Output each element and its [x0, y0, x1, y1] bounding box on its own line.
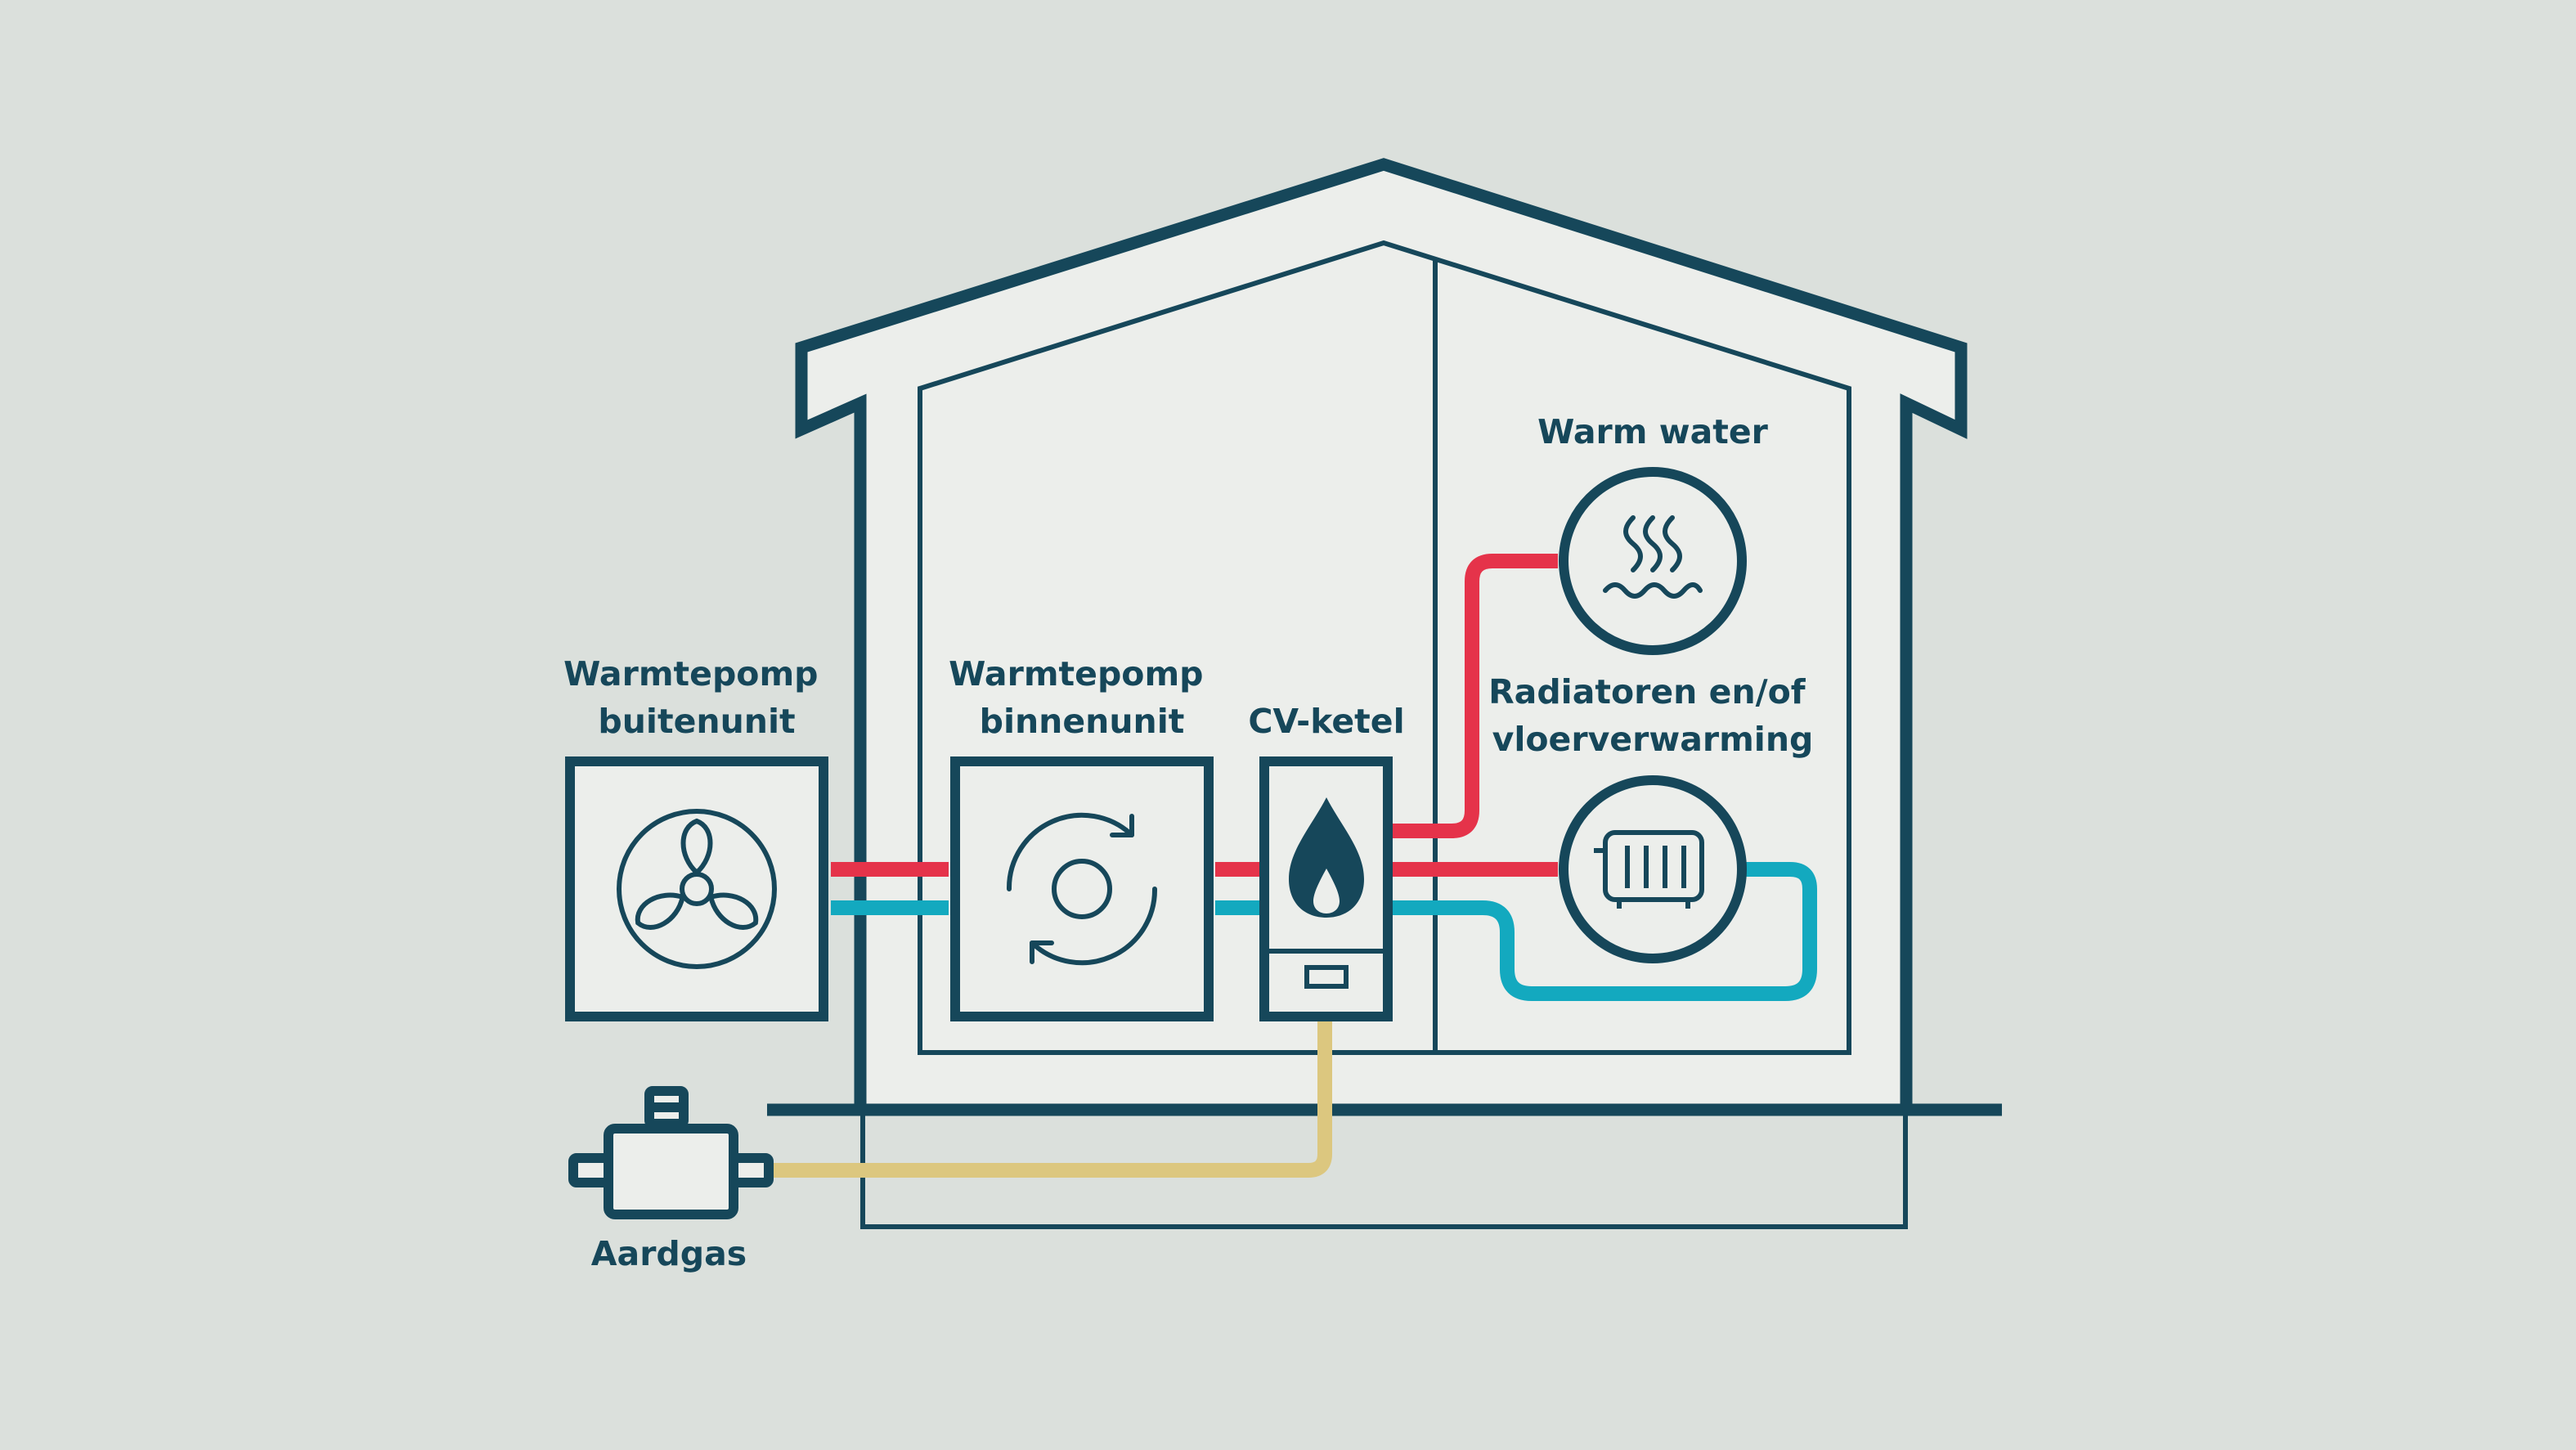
fan-icon: [617, 809, 777, 969]
indoor-unit-label-line2: binnenunit: [980, 702, 1185, 741]
boiler-label: CV-ketel: [1248, 702, 1404, 741]
radiator-icon: [1594, 830, 1704, 909]
gas-pipe: [773, 1017, 1332, 1178]
radiators-label-line1: Radiatoren en/of: [1488, 672, 1806, 712]
radiators-label: Radiatoren en/of vloerverwarming: [1488, 672, 1817, 759]
indoor-unit-label: Warmtepomp binnenunit: [949, 654, 1215, 741]
hot-water-icon: [1603, 515, 1703, 599]
gas-label: Aardgas: [591, 1234, 747, 1273]
hot-water-pipe: [1393, 554, 1558, 838]
gas-meter-icon: [568, 1086, 774, 1219]
outdoor-unit: [565, 756, 828, 1021]
cv-boiler: [1259, 756, 1393, 1021]
radiators: [1559, 775, 1747, 963]
radiators-label-line2: vloerverwarming: [1492, 720, 1814, 759]
flame-icon: [1289, 797, 1364, 918]
hot-water-label: Warm water: [1537, 412, 1769, 451]
radiator-circle: [1559, 775, 1747, 963]
outdoor-unit-label-line1: Warmtepomp: [563, 654, 818, 694]
indoor-unit: [950, 756, 1214, 1021]
hot-water-circle: [1559, 467, 1747, 655]
boiler-display: [1304, 965, 1349, 989]
hot-water: [1559, 467, 1747, 655]
interior-outline: [918, 240, 1851, 1055]
pipes: [773, 554, 1817, 1178]
circulation-icon: [1006, 812, 1158, 966]
indoor-unit-label-line1: Warmtepomp: [949, 654, 1203, 694]
indoor-unit-box: [950, 756, 1214, 1021]
outdoor-unit-box: [565, 756, 828, 1021]
heating-return-pipe: [1393, 862, 1817, 1001]
outdoor-unit-label-line2: buitenunit: [598, 702, 795, 741]
outdoor-unit-label: Warmtepomp buitenunit: [563, 654, 830, 741]
